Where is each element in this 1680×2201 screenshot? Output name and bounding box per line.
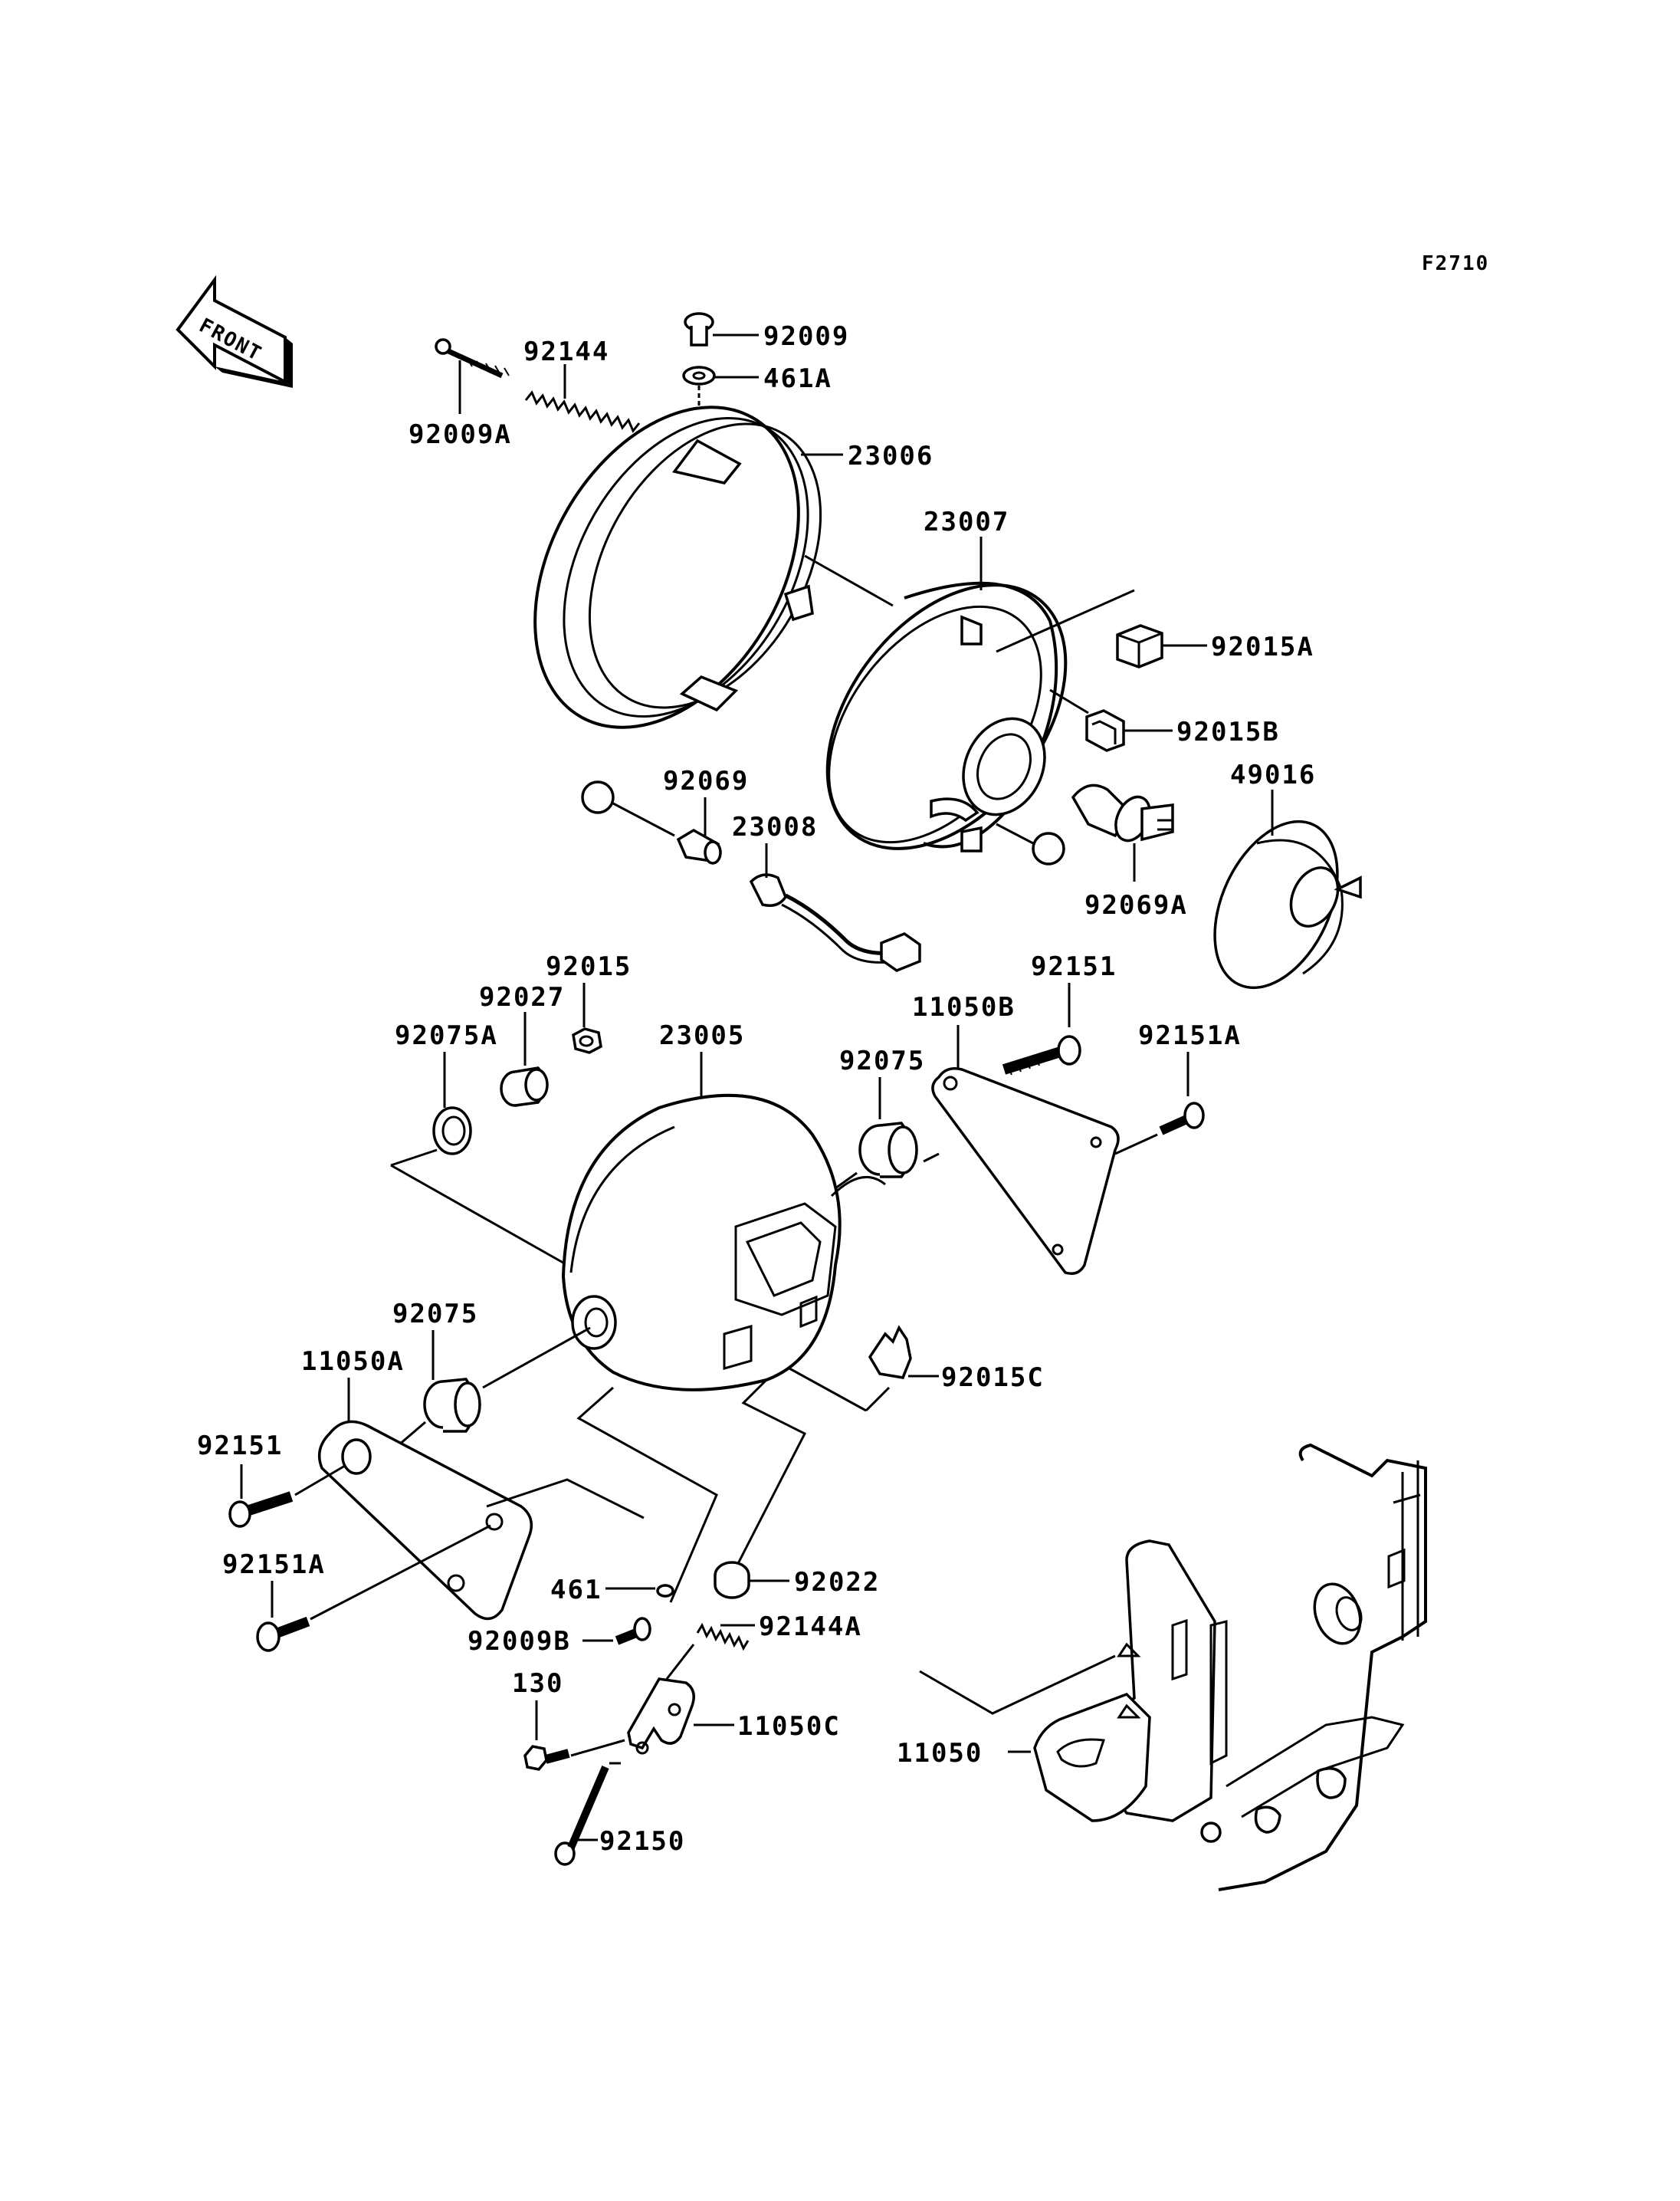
label-92075a: 92075A <box>395 1020 498 1051</box>
label-92144a: 92144A <box>759 1611 862 1642</box>
figure-code: F2710 <box>1422 252 1489 275</box>
spring-92144a-part <box>696 1622 750 1651</box>
bolt-92151a-top-part <box>1159 1102 1205 1135</box>
label-461: 461 <box>550 1575 602 1605</box>
label-461a: 461A <box>763 363 832 394</box>
screw-92009a-part <box>435 338 510 379</box>
label-92144: 92144 <box>523 337 609 367</box>
label-130: 130 <box>512 1668 563 1699</box>
washer-461-part <box>656 1584 674 1598</box>
screw-92009b-part <box>615 1617 651 1645</box>
ref-a-left-marker <box>581 780 615 814</box>
clip-92015b-part <box>1085 709 1125 752</box>
label-11050: 11050 <box>897 1738 983 1769</box>
label-92009a: 92009A <box>409 419 512 450</box>
headlight-housing-23005-part <box>561 1093 886 1391</box>
label-92151a-top: 92151A <box>1138 1020 1242 1051</box>
clip-92015a-part <box>1116 624 1163 669</box>
clip-92015c-part <box>868 1325 912 1379</box>
grommet-92075-left-part <box>423 1378 481 1433</box>
label-23005: 23005 <box>659 1020 745 1051</box>
label-11050c: 11050C <box>737 1711 841 1742</box>
label-92150: 92150 <box>599 1826 685 1857</box>
label-92009b: 92009B <box>468 1626 571 1657</box>
screw-92009-part <box>684 312 714 347</box>
bracket-11050a-part <box>317 1420 533 1621</box>
bolt-130-part <box>523 1745 570 1771</box>
bulb-92069-part <box>676 828 722 865</box>
label-92151-top: 92151 <box>1031 951 1117 982</box>
label-49016: 49016 <box>1230 760 1316 790</box>
label-92022: 92022 <box>794 1567 880 1598</box>
bolt-92151-top-part <box>1002 1035 1081 1076</box>
damper-92022-part <box>714 1561 750 1599</box>
spring-92144-part <box>524 390 641 433</box>
label-92015a: 92015A <box>1211 632 1314 662</box>
ref-a-right-marker <box>1032 832 1065 866</box>
label-92069a: 92069A <box>1084 890 1188 921</box>
label-11050a: 11050A <box>301 1346 405 1377</box>
label-92151a-left: 92151A <box>222 1549 326 1580</box>
bracket-11050-part <box>1033 1443 1427 1891</box>
label-23006: 23006 <box>848 441 934 471</box>
nut-92015-part <box>572 1027 602 1054</box>
bulb-92069a-part <box>1071 783 1174 843</box>
bulb-cover-49016-part <box>1213 820 1362 990</box>
bracket-11050b-part <box>931 1067 1120 1275</box>
bolt-92151a-left-part <box>256 1616 310 1652</box>
collar-92027-part <box>500 1066 549 1107</box>
grommet-92075a-part <box>432 1106 472 1155</box>
label-11050b: 11050B <box>912 992 1016 1023</box>
label-92015b: 92015B <box>1176 717 1280 747</box>
bracket-11050c-part <box>627 1677 695 1755</box>
washer-461a-part <box>682 366 716 386</box>
label-23008: 23008 <box>732 812 818 843</box>
label-92015c: 92015C <box>941 1362 1045 1393</box>
socket-harness-23008-part <box>749 873 921 972</box>
headlight-rim-23006-part <box>533 406 822 729</box>
label-92151-left: 92151 <box>197 1431 283 1461</box>
label-23007: 23007 <box>924 507 1009 537</box>
label-92069: 92069 <box>663 766 749 797</box>
bolt-92150-part <box>554 1766 609 1866</box>
reflector-unit-23007-part <box>825 581 1068 852</box>
label-92015: 92015 <box>546 951 632 982</box>
grommet-92075-right-part <box>858 1122 918 1178</box>
label-92075-left: 92075 <box>392 1299 478 1329</box>
label-92027: 92027 <box>479 982 565 1013</box>
label-92075-top: 92075 <box>839 1046 925 1076</box>
label-92009: 92009 <box>763 321 849 352</box>
front-arrow-icon: FRONT <box>176 274 293 388</box>
bolt-92151-left-part <box>228 1491 294 1528</box>
